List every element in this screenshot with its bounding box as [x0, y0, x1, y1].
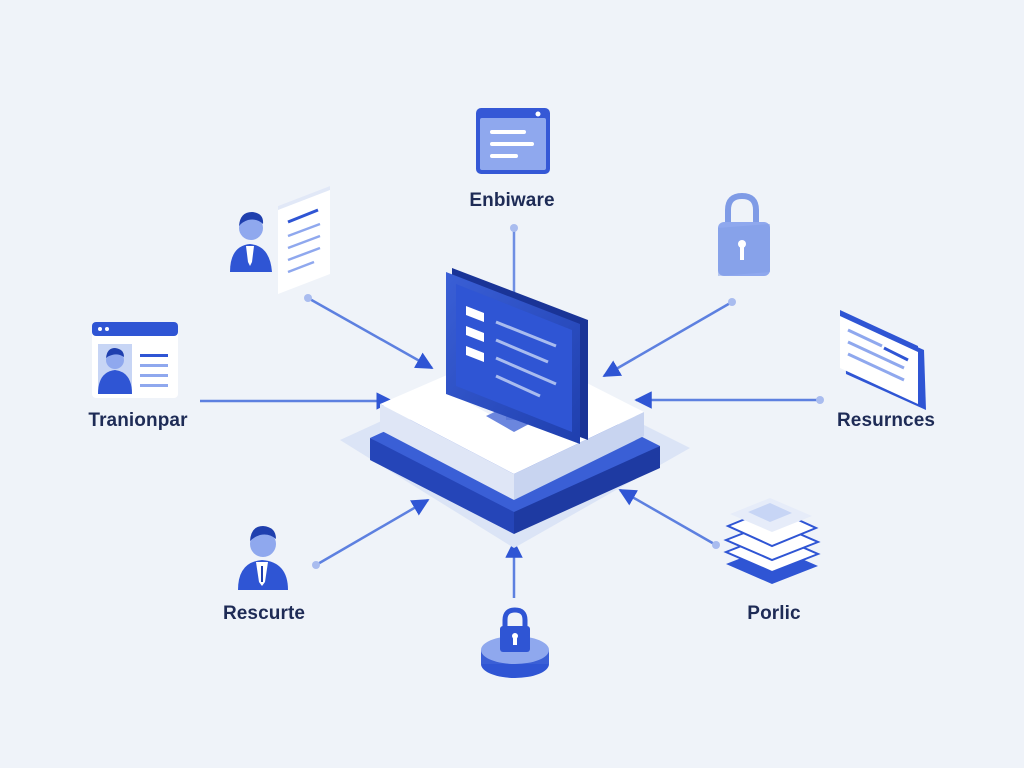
user-icon: [238, 526, 288, 590]
edge-top: [510, 224, 518, 296]
edge-right: [634, 391, 824, 409]
monitor-platform-icon: [340, 268, 690, 548]
edge-bottom-left: [312, 498, 430, 569]
node-label-bottom-right: Porlic: [747, 603, 801, 624]
document-stack-icon: [840, 310, 926, 410]
stacked-layers-icon: [723, 498, 821, 584]
node-label-bottom-left: Rescurte: [222, 603, 306, 624]
lock-base-icon: [481, 607, 549, 678]
user-document-icon: [230, 186, 330, 294]
padlock-icon: [718, 192, 770, 276]
edge-top-right: [602, 298, 736, 378]
browser-window-icon: [476, 108, 550, 174]
node-label-right: Resurnces: [836, 410, 936, 431]
node-label-left: Tranionpar: [88, 410, 188, 431]
profile-card-icon: [92, 322, 178, 398]
edge-bottom-right: [618, 488, 720, 549]
edge-top-left: [304, 294, 434, 370]
node-label-top: Enbiware: [469, 190, 555, 211]
